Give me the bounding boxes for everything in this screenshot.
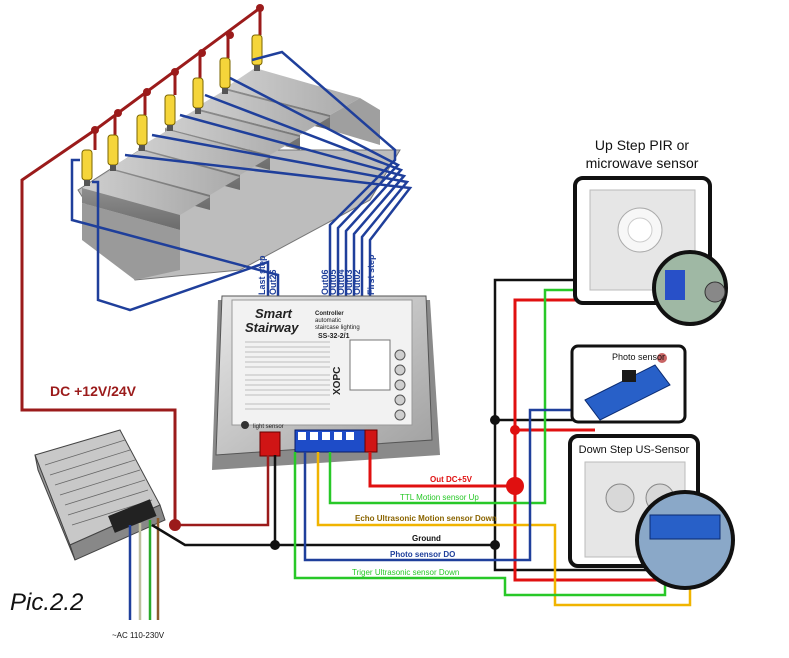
last-step-label: Last step [257, 255, 267, 295]
wire-junctions [169, 415, 524, 550]
out04-label: Out04 [336, 269, 346, 295]
wire-label-photo: Photo sensor DO [390, 550, 455, 559]
model-label: SS-32-2/1 [318, 333, 350, 340]
up-sensor-title-2: microwave sensor [586, 155, 699, 171]
down-sensor-title: Down Step US-Sensor [579, 444, 690, 456]
output-wires [70, 50, 413, 312]
down-sensor-zoom [635, 490, 735, 590]
out02-label: Out02 [352, 269, 362, 295]
out03-label: Out03 [344, 269, 354, 295]
controller-buttons [394, 349, 406, 421]
out05-label: Out05 [328, 269, 338, 295]
xopc-logo: XOPC [332, 367, 343, 395]
wire-label-echo: Echo Ultrasonic Motion sensor Down [355, 514, 497, 523]
power-supply [34, 429, 166, 561]
out26-label: Out26 [268, 269, 278, 295]
brand-line2: Stairway [245, 320, 299, 335]
photo-wire [303, 408, 600, 562]
step-led-lamps [81, 34, 263, 186]
power-wire [175, 455, 270, 527]
light-sensor-eye [241, 421, 249, 429]
terminal-blocks [259, 429, 378, 457]
photo-sensor-panel [570, 344, 687, 424]
photo-sensor-title: Photo sensor [612, 352, 665, 362]
up-sensor-title-1: Up Step PIR or [595, 137, 689, 153]
controller-module: Smart Stairway Controller automatic stai… [212, 295, 440, 470]
down-sensor-panel [568, 434, 735, 590]
brand-line1: Smart [255, 306, 293, 321]
dc-supply-label: DC +12V/24V [50, 383, 137, 399]
wire-label-trig: Triger Ultrasonic sensor Down [352, 568, 459, 577]
caption: Pic.2.2 [10, 589, 83, 616]
first-step-label: First step [366, 254, 376, 295]
up-sensor-panel [573, 176, 728, 326]
title-line2: automatic [315, 318, 341, 324]
dc-bus-junctions [91, 4, 264, 134]
wire-label-ttl: TTL Motion sensor Up [400, 493, 479, 502]
spec-table [245, 341, 330, 410]
out06-label: Out06 [320, 269, 330, 295]
ac-input-label: ~AC 110-230V [112, 631, 165, 640]
stair-steps [82, 68, 380, 280]
echo-wire [316, 452, 692, 607]
light-sensor-label: light sensor [253, 424, 284, 430]
channel-labels: Last step Out26 Out06 Out05 Out04 Out03 … [257, 254, 376, 295]
title-line3: staircase lighting [315, 325, 360, 331]
wire-label-out-dc: Out DC+5V [430, 475, 473, 484]
title-line1: Controller [315, 311, 344, 317]
wire-label-ground: Ground [412, 534, 441, 543]
staircase [77, 68, 401, 281]
ac-input-wires [128, 518, 160, 620]
